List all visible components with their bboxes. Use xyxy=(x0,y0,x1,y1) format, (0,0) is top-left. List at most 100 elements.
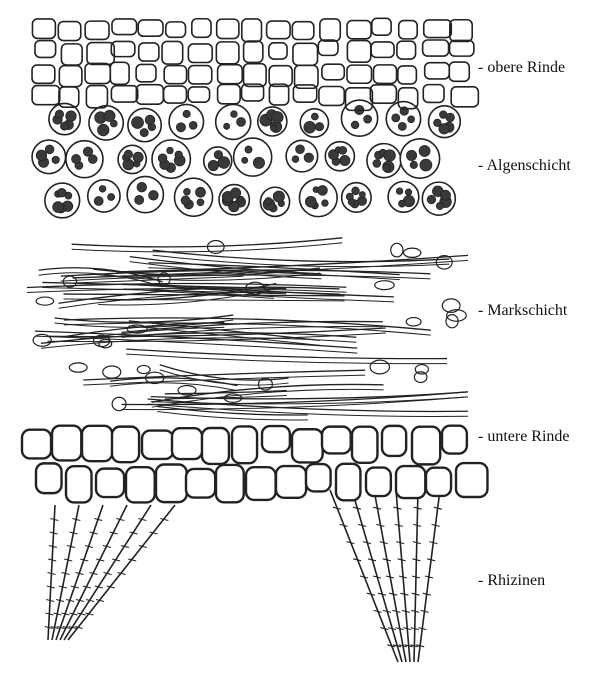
algal-cell xyxy=(318,186,328,196)
cortex-cell xyxy=(292,22,314,40)
algal-cell xyxy=(304,121,316,133)
cortex-cell xyxy=(111,86,137,102)
algal-cell xyxy=(273,191,284,202)
cortex-cell xyxy=(59,66,82,87)
lower-cortex-cell xyxy=(442,426,467,454)
algal-cell xyxy=(52,156,59,163)
algal-layer xyxy=(32,100,460,218)
cortex-cell xyxy=(371,42,394,57)
algal-cell xyxy=(311,113,318,120)
algal-cell xyxy=(419,146,430,157)
lower-cortex-cell xyxy=(142,431,173,459)
algal-cell xyxy=(340,155,350,165)
algal-cell xyxy=(145,115,155,125)
lower-cortex-cell xyxy=(52,426,81,461)
cortex-cell xyxy=(192,19,211,38)
cortex-cell xyxy=(110,62,129,84)
cortex-cell xyxy=(449,62,469,81)
algal-cell xyxy=(137,182,147,192)
algal-cluster xyxy=(367,144,401,178)
cortex-cell xyxy=(218,84,241,103)
cortex-cell xyxy=(370,85,396,103)
algal-cell xyxy=(359,192,365,198)
cortex-cell xyxy=(423,40,449,56)
cortex-cell xyxy=(269,43,287,59)
cortex-cell xyxy=(217,19,239,38)
lower-cortex-cell xyxy=(456,463,487,497)
cortex-cell xyxy=(244,41,263,62)
algal-cluster xyxy=(174,178,212,216)
lower-cortex-cell xyxy=(36,463,62,493)
algal-cell xyxy=(181,196,190,205)
algal-cell xyxy=(253,157,264,168)
algal-cell xyxy=(305,196,316,207)
cortex-cell xyxy=(86,86,107,108)
algal-cluster xyxy=(88,180,120,212)
algal-cell xyxy=(197,199,204,206)
algal-cell xyxy=(135,195,144,204)
cortex-cell xyxy=(425,63,450,79)
algal-cell xyxy=(224,123,230,129)
rhizine-strand xyxy=(418,490,440,662)
algal-cell xyxy=(140,129,148,137)
algal-cell xyxy=(427,195,435,203)
upper-cortex-layer xyxy=(32,18,478,110)
algal-cell xyxy=(53,202,64,213)
algal-cell xyxy=(124,150,132,158)
lower-cortex-cell xyxy=(382,426,406,456)
hypha-section xyxy=(99,340,112,348)
algal-cell xyxy=(242,157,248,163)
algal-cell xyxy=(183,110,190,117)
hypha-section xyxy=(404,248,421,257)
cortex-cell xyxy=(450,20,472,42)
lower-cortex-cell xyxy=(276,466,306,498)
cortex-cell xyxy=(398,66,417,84)
algal-cell xyxy=(184,188,191,195)
lower-cortex-cell xyxy=(216,465,244,502)
cortex-cell xyxy=(85,21,109,39)
algal-cell xyxy=(405,189,411,195)
cortex-cell xyxy=(164,66,186,84)
algal-cell xyxy=(55,110,63,118)
algal-cell xyxy=(175,151,182,158)
cortex-cell xyxy=(372,18,391,35)
algal-cell xyxy=(208,160,218,170)
algal-cell xyxy=(66,111,76,121)
lower-cortex-cell xyxy=(262,426,290,452)
rhizine-strand xyxy=(352,490,402,662)
cortex-cell xyxy=(32,65,55,83)
lower-cortex-cell xyxy=(66,466,91,502)
cortex-cell xyxy=(61,44,82,65)
algal-cell xyxy=(383,164,390,171)
algal-cell xyxy=(292,156,299,163)
hypha-section xyxy=(103,366,121,378)
rhizine-strand xyxy=(68,505,175,640)
algal-cell xyxy=(158,154,167,163)
algal-cell xyxy=(446,113,455,122)
algal-cell xyxy=(270,125,276,131)
algal-cell xyxy=(108,194,115,201)
hypha-section xyxy=(137,365,150,373)
algal-cell xyxy=(436,202,443,209)
algal-cell xyxy=(189,121,197,129)
hypha-section xyxy=(375,281,395,290)
hypha-section xyxy=(415,365,428,374)
cortex-cell xyxy=(188,87,209,102)
algal-cell xyxy=(351,121,359,129)
algal-cell xyxy=(373,160,381,168)
lower-cortex-cell xyxy=(156,464,187,502)
cortex-cell xyxy=(164,86,187,103)
lower-cortex-cell xyxy=(336,464,360,501)
algal-cell xyxy=(315,123,323,131)
algal-cell xyxy=(176,123,185,132)
algal-cell xyxy=(237,117,246,126)
algal-cell xyxy=(132,117,144,129)
cortex-cell xyxy=(87,43,114,65)
cortex-cell xyxy=(242,19,262,42)
lower-cortex-cell xyxy=(426,468,451,496)
algal-cell xyxy=(296,145,305,154)
lower-cortex-cell xyxy=(112,427,139,463)
algal-cell xyxy=(398,122,406,130)
label-rhizinen: - Rhizinen xyxy=(478,572,545,590)
label-markschicht: - Markschicht xyxy=(478,302,567,320)
